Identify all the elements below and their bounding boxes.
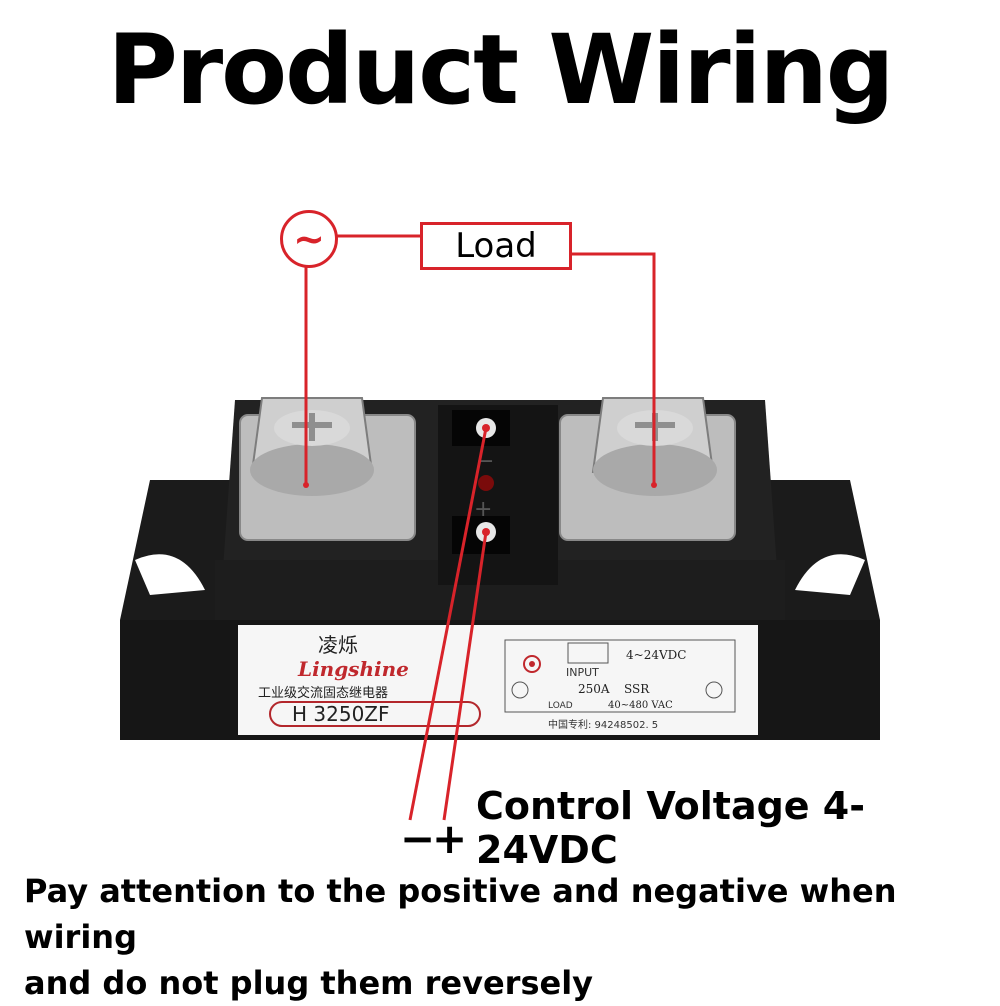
page-title: Product Wiring (107, 14, 894, 126)
load-voltage: 40~480 VAC (608, 700, 673, 711)
plus-symbol: + (432, 814, 468, 863)
model-number: H 3250ZF (292, 702, 390, 726)
patent-number: 中国专利: 94248502. 5 (548, 718, 658, 731)
wiring (304, 234, 656, 821)
note-line-1: Pay attention to the positive and negati… (24, 872, 897, 956)
note-line-2: and do not plug them reversely (24, 964, 594, 1002)
status-led (478, 475, 494, 491)
control-voltage-label: Control Voltage 4-24VDC (476, 784, 865, 872)
wire-control-minus (408, 427, 488, 821)
subtitle-cn: 工业级交流固态继电器 (258, 685, 388, 701)
brand-name: Lingshine (297, 657, 409, 681)
relay-label (238, 625, 758, 735)
input-voltage: 4~24VDC (626, 648, 686, 662)
input-label: INPUT (566, 666, 599, 679)
mount-slot-left (135, 554, 205, 595)
ssr-type: SSR (624, 682, 650, 696)
wire-control-plus (442, 531, 488, 821)
load-label-box: Load (420, 222, 572, 270)
ac-source-icon: ~ (280, 210, 338, 268)
brand-cn: 凌烁 (318, 633, 358, 657)
mount-slot-right (795, 554, 865, 595)
terminal-plus-mark: + (474, 497, 492, 522)
wire-load-right (566, 252, 656, 485)
load-label-small: LOAD (548, 701, 573, 711)
current-rating: 250A (578, 682, 610, 696)
wiring-note: Pay attention to the positive and negati… (24, 868, 984, 1006)
minus-symbol: − (400, 814, 436, 863)
